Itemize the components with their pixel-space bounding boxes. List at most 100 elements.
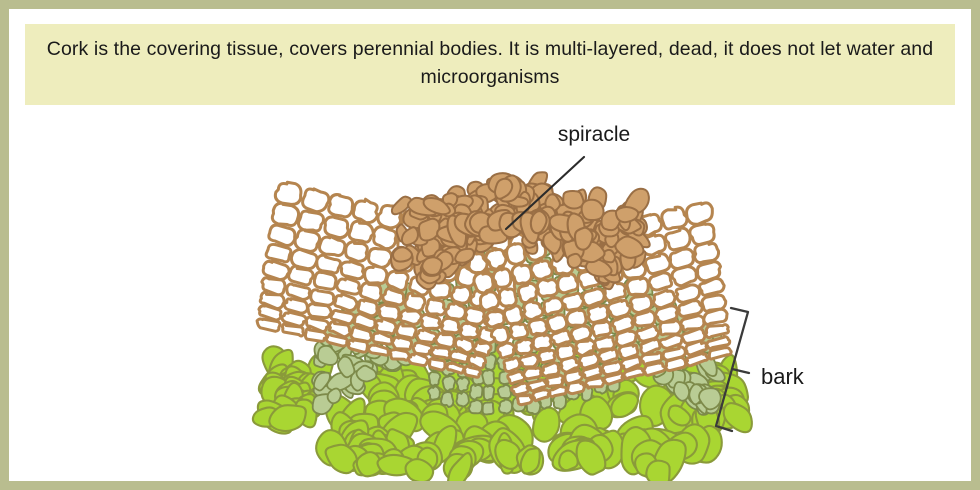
cork-cell [647,271,674,292]
cork-cell [429,345,452,360]
cork-cell [502,356,522,374]
cork-cell [491,266,513,289]
cork-cell [537,348,557,364]
cork-cell [574,338,597,358]
cork-cell [586,303,610,324]
cork-cell [625,276,650,297]
spiracle-filling-cell [529,210,548,235]
cork-cell [515,393,534,407]
cork-cell [324,333,349,348]
cork-cell [395,322,418,340]
phellogen-cell [326,387,342,405]
cork-cell [329,309,356,326]
phellogen-cell [481,368,496,387]
cork-cell [685,201,714,226]
cork-cell [684,339,709,357]
cork-cell [684,351,710,368]
spiracle-filling-group [389,171,651,291]
cork-cell [639,350,664,366]
phellogen-cell [481,401,495,416]
cortex-cell [324,443,358,475]
phellogen-cell [440,391,455,408]
cortex-cell [531,406,561,443]
cork-cell [318,234,347,257]
phellogen-cell [426,385,441,401]
cork-cell [358,281,383,303]
spiracle-filling-cell [421,256,443,276]
cork-cell [377,302,401,322]
cork-cell [419,313,442,330]
cork-cell [312,270,338,291]
cork-cell [658,319,683,337]
cork-cell [622,366,646,381]
cork-cell [702,307,729,326]
cork-cell [677,298,704,318]
cork-cell [373,316,398,336]
cork-cell [351,197,379,225]
cork-cell [347,219,375,244]
cork-cell [366,343,391,357]
cork-cell [472,340,493,357]
phellogen-cell [467,399,484,415]
cork-cell [531,387,552,403]
cork-cell [590,319,613,339]
cork-cell [581,364,603,380]
cork-cell [510,263,534,286]
cork-cell [450,284,473,305]
cork-cell [287,264,315,287]
cortex-cell [519,447,541,475]
cork-cell [506,370,527,386]
spiracle-filling-cell [417,217,441,242]
cork-cell [327,319,352,339]
phellogen-cell [698,387,722,411]
cork-cell [267,223,297,247]
cork-cell [565,307,588,327]
spiracle-label: spiracle [558,123,630,146]
cork-cell [556,272,580,295]
cortex-cell [447,452,473,481]
cork-cell [346,338,369,354]
cork-cell [260,276,287,297]
cork-cell [577,351,601,370]
cork-cell [323,215,350,240]
spiracle-filling-cell [614,235,645,259]
cork-cell [606,298,632,319]
spiracle-filling-cell [580,198,605,222]
phellogen-cell [316,344,339,366]
cork-cell [510,381,530,397]
cork-cell [306,302,333,320]
cork-cell [390,335,414,351]
cork-cell [356,298,379,318]
cork-cell [642,361,667,377]
cork-cell [484,309,506,329]
cortex-cell [667,404,692,427]
spiracle-filling-cell [400,226,420,247]
cork-cell [522,299,545,321]
phellogen-cell [552,393,567,411]
cork-cell [632,309,657,328]
cork-cell [425,297,448,317]
cork-cell [698,276,726,297]
cork-cell [704,323,730,340]
cork-cell [664,355,688,373]
cork-cell [453,336,475,354]
cortex-cell [268,404,307,433]
cork-cell [584,376,606,390]
cork-cell [639,337,662,356]
cork-cell [406,351,430,368]
cork-cell [301,187,331,214]
spiracle-filling-cell [454,247,475,264]
cork-cell [261,259,291,282]
cork-cell [280,321,306,338]
spiracle-leader-line [504,155,586,231]
phellogen-cell [313,371,331,392]
cork-cell [440,316,462,335]
phellogen-cell [455,376,471,393]
cork-cell [372,225,398,251]
phellogen-cell [441,374,457,392]
cork-cell [664,226,692,252]
cork-cell [282,297,309,315]
cork-cell [707,346,733,361]
cork-cell [484,246,508,271]
